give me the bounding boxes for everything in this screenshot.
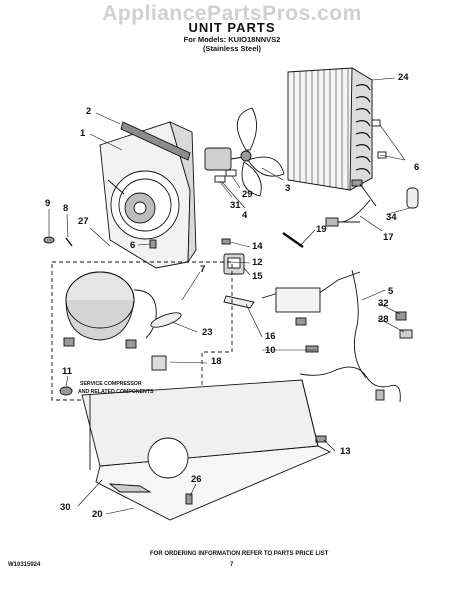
- model-line: For Models: KUIO18NNVS2: [183, 35, 281, 44]
- callout-13: 13: [340, 446, 351, 457]
- callout-6-shroud: 6: [130, 240, 136, 251]
- callout-17: 17: [383, 232, 394, 243]
- ordering-info: FOR ORDERING INFORMATION REFER TO PARTS …: [150, 551, 329, 557]
- callout-16: 16: [265, 331, 276, 342]
- callout-4: 4: [242, 210, 248, 221]
- callout-28: 28: [378, 314, 389, 325]
- service-group-outline: [51, 261, 233, 401]
- grommet-9: [43, 236, 55, 244]
- callout-10: 10: [265, 345, 276, 356]
- leader-lines: [48, 77, 411, 515]
- callout-15: 15: [252, 271, 263, 282]
- compressor: [59, 271, 182, 396]
- bracket-29: [225, 169, 237, 177]
- finish-line: (Stainless Steel): [203, 44, 261, 53]
- fan-shroud: [99, 121, 197, 269]
- callout-32: 32: [378, 298, 389, 309]
- callout-8: 8: [63, 203, 69, 214]
- gasket-strip: [120, 121, 191, 161]
- callout-11: 11: [62, 366, 73, 377]
- callout-5: 5: [388, 286, 394, 297]
- drier-and-harness: [325, 179, 419, 227]
- start-components: [221, 238, 255, 309]
- tube-19: [282, 232, 304, 248]
- screw-31: [214, 175, 226, 183]
- callout-31: 31: [230, 200, 241, 211]
- document-number: W10315924: [8, 562, 41, 568]
- callout-12: 12: [252, 257, 263, 268]
- callout-1: 1: [80, 128, 86, 139]
- callout-20: 20: [92, 509, 103, 520]
- wire-harness: [261, 269, 413, 403]
- callout-14: 14: [252, 241, 263, 252]
- callout-30: 30: [60, 502, 71, 513]
- service-note-line-2: AND RELATED COMPONENTS: [78, 389, 154, 395]
- callout-26: 26: [191, 474, 202, 485]
- callout-24: 24: [398, 72, 409, 83]
- callout-18: 18: [211, 356, 222, 367]
- callout-9: 9: [45, 198, 51, 209]
- callout-19: 19: [316, 224, 327, 235]
- callout-34: 34: [386, 212, 397, 223]
- callout-2: 2: [86, 106, 92, 117]
- callout-6-condenser: 6: [414, 162, 420, 173]
- service-note-line-1: SERVICE COMPRESSOR: [80, 381, 142, 387]
- callout-29: 29: [242, 189, 253, 200]
- watermark-text: AppliancePartsPros.com: [102, 2, 362, 25]
- callout-27: 27: [78, 216, 89, 227]
- page-title: UNIT PARTS: [188, 20, 276, 35]
- base-pan: [81, 379, 332, 521]
- callout-23: 23: [202, 327, 213, 338]
- callout-7: 7: [200, 264, 206, 275]
- condenser-coil: [287, 67, 387, 191]
- page-number: 7: [230, 562, 234, 568]
- fan-motor: [204, 107, 285, 197]
- callout-3: 3: [285, 183, 291, 194]
